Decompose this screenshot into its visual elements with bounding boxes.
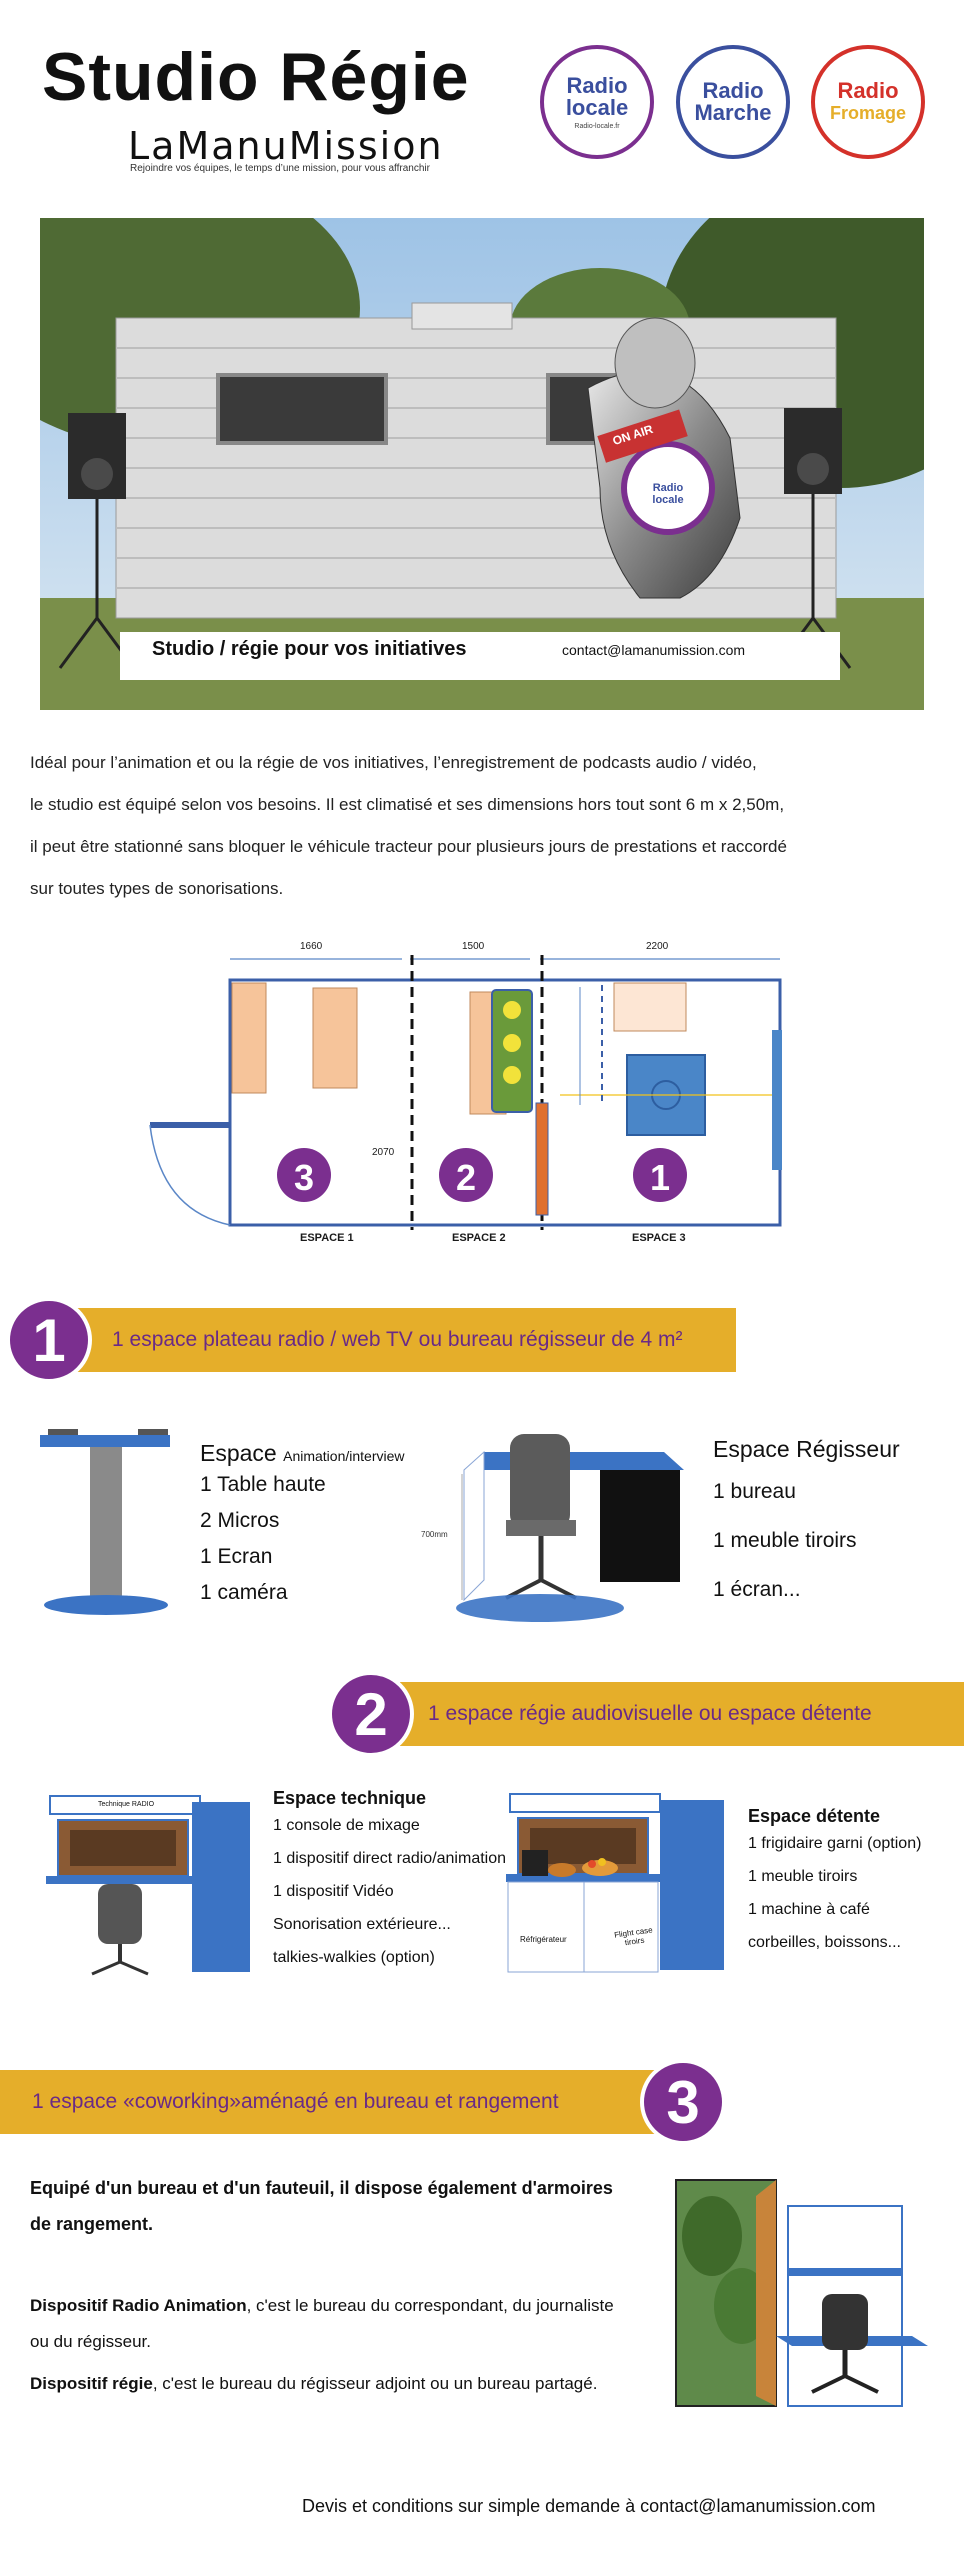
intro-line: Idéal pour l’animation et ou la régie de… bbox=[30, 753, 757, 772]
list-item: 1 machine à café bbox=[748, 1901, 870, 1918]
radio-marche-logo: Radio Marche bbox=[676, 45, 790, 159]
radio-animation-bold: Dispositif Radio Animation bbox=[30, 2296, 247, 2315]
section2-banner: 1 espace régie audiovisuelle ou espace d… bbox=[400, 1682, 964, 1746]
section3-radio-desc-2: ou du régisseur. bbox=[30, 2332, 151, 2351]
list-item: 1 caméra bbox=[200, 1581, 288, 1604]
list-item: 1 Table haute bbox=[200, 1473, 326, 1496]
plan-space-3: ESPACE 3 bbox=[632, 1232, 686, 1244]
list-item: 1 Ecran bbox=[200, 1545, 273, 1568]
section3-radio-desc: Dispositif Radio Animation, c'est le bur… bbox=[30, 2288, 670, 2324]
section3-title-b: aménagé en bureau et rangement bbox=[240, 2090, 559, 2113]
section1-title: 1 espace plateau radio / web TV ou burea… bbox=[112, 1328, 683, 1351]
list-item: corbeilles, boissons... bbox=[748, 1934, 901, 1951]
page-title: Studio Régie bbox=[42, 39, 470, 115]
section1-left-block: Espace Animation/interview 1 Table haute… bbox=[200, 1440, 405, 1611]
detente-list: 1 frigidaire garni (option) 1 meuble tir… bbox=[748, 1827, 921, 1959]
list-item: 1 écran... bbox=[713, 1578, 801, 1601]
detente-station-illustration bbox=[506, 1793, 724, 1973]
list-item: 1 bureau bbox=[713, 1480, 796, 1503]
list-item: 1 meuble tiroirs bbox=[748, 1868, 858, 1885]
plan-space-1: ESPACE 1 bbox=[300, 1232, 354, 1244]
section3-text: Equipé d'un bureau et d'un fauteuil, il … bbox=[30, 2170, 670, 2402]
plan-dim-3: 2200 bbox=[646, 941, 669, 952]
intro-line: sur toutes types de sonorisations. bbox=[30, 879, 284, 898]
coworking-illustration bbox=[675, 2179, 928, 2407]
list-item: 1 dispositif Vidéo bbox=[273, 1883, 394, 1900]
section1-number: 1 bbox=[6, 1297, 92, 1383]
regisseur-desk-illustration bbox=[456, 1434, 684, 1622]
plan-dim-1: 1660 bbox=[300, 941, 323, 952]
radio-locale-logo: Radio locale Radio-locale.fr bbox=[540, 45, 654, 159]
plan-number-2: 2 bbox=[455, 1157, 477, 1198]
section3-regie-desc: Dispositif régie, c'est le bureau du rég… bbox=[30, 2366, 670, 2402]
list-item: talkies-walkies (option) bbox=[273, 1949, 435, 1966]
regie-bold: Dispositif régie bbox=[30, 2374, 153, 2393]
radio-animation-rest: , c'est le bureau du correspondant, du j… bbox=[246, 2296, 614, 2315]
high-table-illustration bbox=[40, 1429, 170, 1615]
hero-contact: contact@lamanumission.com bbox=[562, 642, 746, 658]
technique-list: 1 console de mixage 1 dispositif direct … bbox=[273, 1809, 506, 1974]
section3-banner: 1 espace «coworking» aménagé en bureau e… bbox=[0, 2070, 690, 2134]
list-item: 1 dispositif direct radio/animation bbox=[273, 1850, 507, 1867]
section3-number: 3 bbox=[640, 2059, 726, 2145]
plan-height: 2070 bbox=[372, 1147, 395, 1158]
section2-title: 1 espace régie audiovisuelle ou espace d… bbox=[428, 1702, 872, 1725]
section1-right-block: Espace Régisseur 1 bureau 1 meuble tiroi… bbox=[713, 1436, 900, 1614]
list-item: 1 meuble tiroirs bbox=[713, 1529, 857, 1552]
floor-plan: 1660 1500 2200 2070 3 2 1 ESPACE 1 ESPAC… bbox=[140, 935, 790, 1255]
section1-banner: 1 espace plateau radio / web TV ou burea… bbox=[40, 1308, 736, 1372]
section3-line2: de rangement. bbox=[30, 2214, 154, 2234]
mic-logo: Radio locale bbox=[652, 482, 684, 506]
fridge-label: Réfrigérateur bbox=[520, 1935, 567, 1944]
espace-regisseur-heading: Espace Régisseur bbox=[713, 1436, 900, 1462]
plan-number-1: 1 bbox=[649, 1157, 671, 1198]
espace-technique-heading: Espace technique bbox=[273, 1788, 427, 1808]
espace-animation-heading: Espace Animation/interview bbox=[200, 1440, 405, 1467]
regie-rest: , c'est le bureau du régisseur adjoint o… bbox=[152, 2374, 598, 2393]
espace-animation-heading-small: Animation/interview bbox=[283, 1448, 405, 1464]
intro-line: il peut être stationné sans bloquer le v… bbox=[30, 837, 787, 856]
floor-plan-drawing bbox=[149, 955, 782, 1230]
list-item: 1 console de mixage bbox=[273, 1817, 420, 1834]
technique-radio-label: Technique RADIO bbox=[98, 1801, 155, 1808]
brand-tagline: Rejoindre vos équipes, le temps d’une mi… bbox=[130, 163, 430, 174]
section3-title-a: 1 espace «coworking» bbox=[32, 2090, 241, 2113]
espace-animation-heading-main: Espace bbox=[200, 1440, 277, 1466]
section2-tech-block: Espace technique 1 console de mixage 1 d… bbox=[273, 1788, 506, 1974]
intro-line: le studio est équipé selon vos besoins. … bbox=[30, 795, 785, 814]
plan-space-2: ESPACE 2 bbox=[452, 1232, 506, 1244]
section2-relax-block: Espace détente 1 frigidaire garni (optio… bbox=[748, 1806, 921, 1959]
section3-line1: Equipé d'un bureau et d'un fauteuil, il … bbox=[30, 2178, 613, 2198]
studio-trailer-photo: Studio / régie pour vos initiatives cont… bbox=[40, 218, 924, 710]
list-item: 1 frigidaire garni (option) bbox=[748, 1835, 922, 1852]
desk-height-label: 700mm bbox=[421, 1530, 448, 1539]
hero-caption: Studio / régie pour vos initiatives bbox=[152, 638, 467, 660]
footer-contact: Devis et conditions sur simple demande à… bbox=[302, 2496, 876, 2516]
radio-fromage-logo: Radio Fromage bbox=[811, 45, 925, 159]
technique-station-illustration bbox=[46, 1795, 250, 1976]
plan-dim-2: 1500 bbox=[462, 941, 485, 952]
intro-text: Idéal pour l’animation et ou la régie de… bbox=[30, 742, 935, 910]
animation-list: 1 Table haute 2 Micros 1 Ecran 1 caméra bbox=[200, 1467, 405, 1611]
regisseur-list: 1 bureau 1 meuble tiroirs 1 écran... bbox=[713, 1467, 900, 1614]
list-item: 2 Micros bbox=[200, 1509, 280, 1532]
espace-detente-heading: Espace détente bbox=[748, 1806, 881, 1826]
section2-number: 2 bbox=[328, 1671, 414, 1757]
brand-name: LaManuMission bbox=[128, 124, 444, 168]
plan-number-3: 3 bbox=[293, 1157, 315, 1198]
trailer-illustration bbox=[40, 218, 924, 710]
list-item: Sonorisation extérieure... bbox=[273, 1916, 451, 1933]
